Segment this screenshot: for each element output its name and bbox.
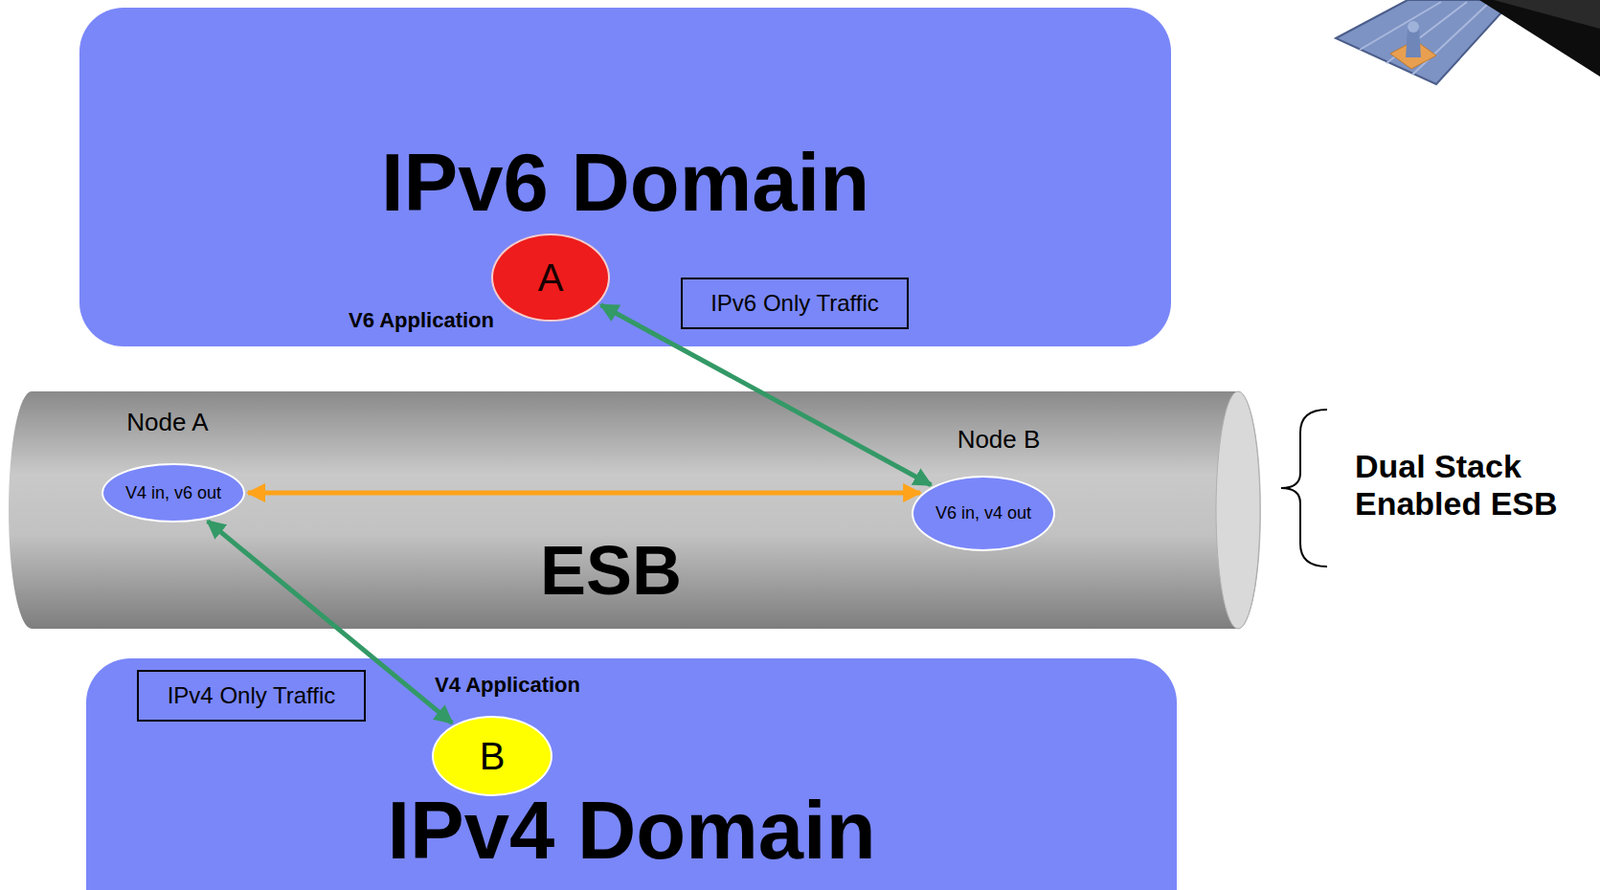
curly-brace: [1281, 409, 1328, 567]
text-holder: ESB: [515, 532, 707, 609]
traffic-box: IPv4 Only Traffic: [136, 670, 366, 722]
domain-region: IPv4 Domain IPv4 Only TrafficB: [86, 658, 1177, 890]
traffic-box: IPv6 Only Traffic: [680, 277, 909, 330]
node-text: Node A: [126, 408, 208, 438]
node-text: IPv6 Domain: [381, 135, 870, 230]
text-holder: IPv4 Domain: [86, 787, 1177, 876]
esb-cylinder: ESB V4 in, v6 out Node A V6 in, v4 out Node …: [8, 390, 1262, 631]
application-label: V6 Application: [348, 308, 495, 333]
label-holder: V4 Application: [402, 673, 613, 699]
node-text: V4 in, v6 out: [125, 483, 222, 504]
ellipse-shape: A: [491, 233, 610, 322]
label-holder: V6 Application: [315, 308, 527, 334]
ellipse-shape: V4 in, v6 out: [101, 463, 246, 523]
node-text: A: [538, 255, 564, 300]
connector-arrow: [207, 521, 452, 724]
domain-region: IPv6 DomainA IPv6 Only Traffic: [79, 7, 1172, 347]
connector-arrow: [601, 305, 932, 486]
esb-node: V4 in, v6 out Node A: [95, 406, 251, 524]
node-text: IPv4 Only Traffic: [167, 682, 337, 710]
text-holder: Node B: [926, 424, 1071, 457]
text-holder: IPv6 Domain: [79, 138, 1172, 227]
node-text: B: [479, 734, 506, 779]
application-circle: A: [491, 233, 610, 322]
node-text: Node B: [957, 426, 1041, 455]
application-label: V4 Application: [434, 673, 581, 698]
application-circle: B: [431, 716, 553, 797]
esb-node: V6 in, v4 out Node B: [911, 424, 1071, 552]
node-text: V6 in, v4 out: [935, 503, 1032, 524]
label-holder: Dual Stack Enabled ESB: [1354, 442, 1590, 529]
ellipse-shape: V6 in, v4 out: [911, 475, 1056, 552]
satellite-illustration: [1335, 0, 1600, 85]
text-holder: Node A: [95, 406, 240, 440]
node-text: IPv6 Only Traffic: [710, 290, 879, 317]
node-text: IPv4 Domain: [386, 784, 876, 879]
annotation-label: Dual Stack Enabled ESB: [1354, 448, 1590, 523]
ellipse-shape: B: [431, 716, 553, 797]
node-text: ESB: [540, 531, 682, 611]
connector-arrow: [247, 491, 921, 496]
